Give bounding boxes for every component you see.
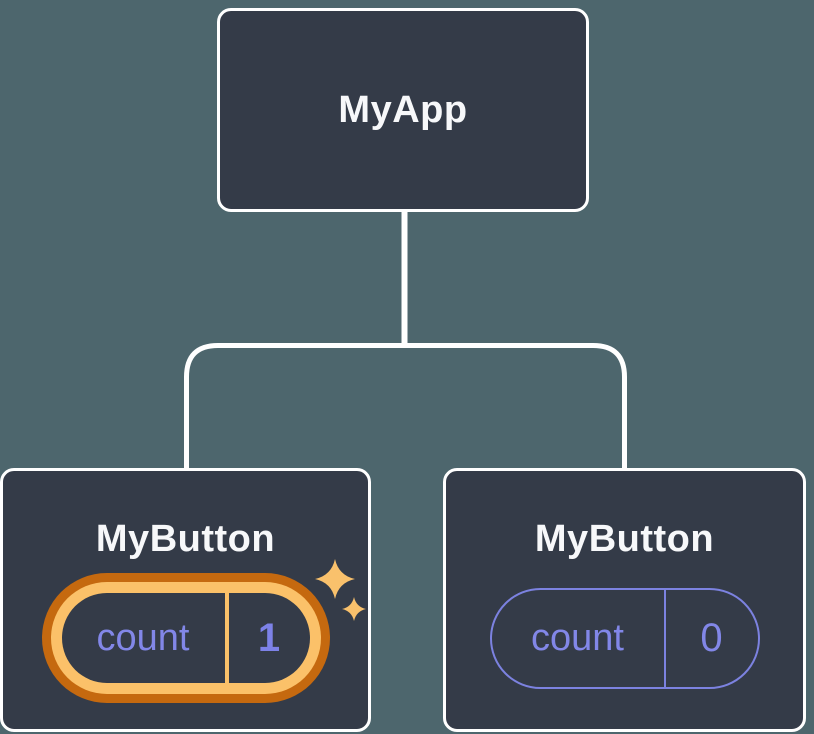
node-mybutton-left: MyButton count 1	[0, 468, 371, 732]
state-value: 1	[257, 615, 281, 660]
state-pill-highlight-inner-ring: count 1	[50, 582, 321, 694]
state-pill-divider	[224, 593, 229, 683]
node-myapp-label: MyApp	[338, 88, 468, 131]
node-mybutton-right-label: MyButton	[534, 518, 715, 560]
node-myapp: MyApp	[217, 8, 589, 212]
state-name-label: count	[492, 590, 666, 687]
state-name-label: count	[96, 616, 190, 659]
state-pill-left: count 1	[61, 593, 310, 683]
state-pill-right: count 0	[489, 588, 760, 689]
node-mybutton-left-label: MyButton	[95, 518, 276, 560]
sparkle-icon	[315, 559, 366, 621]
node-mybutton-right: MyButton count 0	[443, 468, 806, 732]
state-pill-highlight-outer-ring: count 1	[41, 573, 330, 703]
state-value: 0	[700, 616, 723, 660]
